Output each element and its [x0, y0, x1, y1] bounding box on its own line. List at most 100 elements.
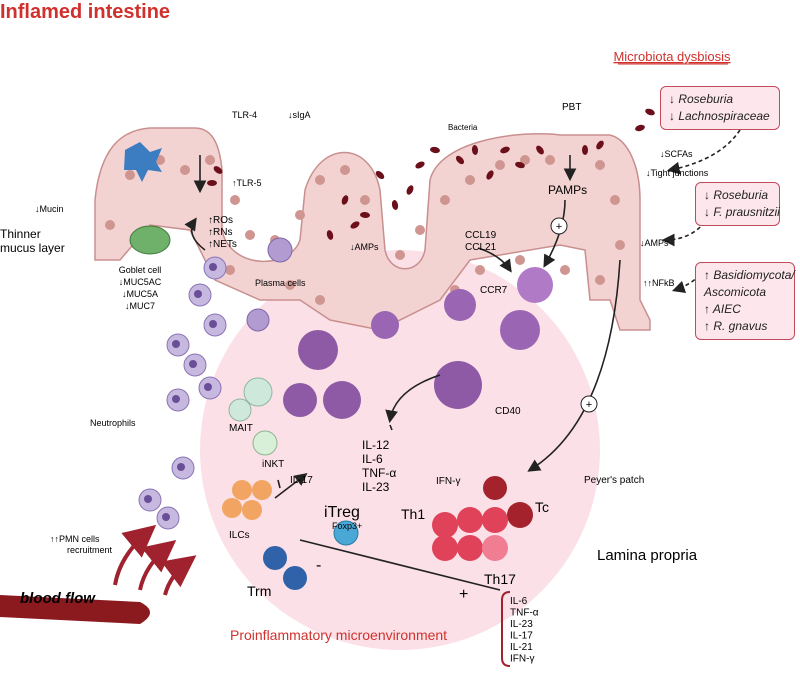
dysbiosis-box-2-line-1: ↓ Roseburia	[704, 188, 769, 202]
itreg-label: iTreg	[324, 504, 360, 521]
mait-label: MAIT	[229, 423, 253, 434]
center-cytokine: IL-12	[362, 438, 390, 452]
bacterium	[581, 145, 589, 155]
neutrophil-nucleus	[172, 395, 180, 403]
blood-flow-label: blood flow	[20, 590, 96, 607]
blood-flow-arrows	[113, 524, 197, 596]
plus-circle-1-text: +	[556, 221, 562, 233]
th17-cytokine: IL-17	[510, 631, 533, 642]
nucleus	[595, 275, 605, 285]
microbiota-heading: Microbiota dysbiosis	[613, 49, 731, 64]
plus-circle-1	[550, 217, 568, 235]
nucleus	[225, 265, 235, 275]
nucleus	[615, 240, 625, 250]
ilcs-label: ILCs	[229, 530, 250, 541]
bacterium	[515, 161, 525, 169]
scfas-label: ↓SCFAs	[660, 149, 693, 159]
bacterium	[406, 185, 414, 195]
th17-cytokine: IFN-γ	[510, 654, 534, 665]
peyers-patch-label: Peyer's patch	[584, 475, 644, 486]
bacterium	[486, 170, 494, 180]
nucleus	[415, 225, 425, 235]
bacterium	[326, 230, 334, 240]
nucleus	[315, 295, 325, 305]
trm-label: Trm	[247, 583, 271, 599]
bacterium	[430, 146, 440, 154]
nucleus	[285, 280, 295, 290]
neutrophil-nucleus	[209, 320, 217, 328]
bacterium	[596, 140, 604, 150]
pamps-label: PAMPs	[548, 183, 587, 197]
diagram-title: Inflamed intestine	[0, 1, 170, 23]
nucleus	[360, 195, 370, 205]
muc7-label: ↓MUC7	[125, 301, 155, 311]
siga-label: ↓sIgA	[288, 110, 311, 120]
nucleus	[515, 255, 525, 265]
nucleus	[440, 195, 450, 205]
nucleus	[465, 175, 475, 185]
dysbiosis-box-3-line-2: Ascomicota	[704, 285, 767, 299]
bacterium	[207, 180, 217, 186]
bacterium	[415, 161, 425, 169]
nucleus	[245, 230, 255, 240]
ccl19-label: CCL19	[465, 230, 497, 241]
th17-cytokine: IL-21	[510, 642, 533, 653]
lamina-propria-label: Lamina propria	[597, 547, 698, 564]
bacterium	[350, 221, 360, 229]
ilc-cells	[222, 480, 272, 520]
nucleus	[395, 250, 405, 260]
nucleus	[495, 160, 505, 170]
th17-cytokine: IL-6	[510, 596, 528, 607]
pmn-label-line2: recruitment	[67, 545, 113, 555]
nucleus	[315, 175, 325, 185]
dysbiosis-box-3-line-1: ↑ Basidiomycota/	[704, 268, 795, 282]
neutrophil-nucleus	[209, 263, 217, 271]
plasma-cell	[267, 237, 293, 263]
dysbiosis-box-1-line-1: ↓ Roseburia	[669, 92, 734, 106]
dysbiosis-box-2-line-2: ↓ F. prausnitzii	[704, 205, 780, 219]
nets-label: ↑NETs	[208, 239, 237, 250]
th17-cytokine: IL-23	[510, 619, 533, 630]
dysbiosis-box-3-line-3: ↑ AIEC	[704, 302, 741, 316]
goblet-cell	[129, 225, 171, 255]
plus-circle-2	[580, 395, 598, 413]
neutrophil-nucleus	[194, 290, 202, 298]
bacterium	[341, 195, 349, 205]
mait-cell-2	[228, 398, 252, 422]
nucleus	[230, 195, 240, 205]
bacteria-label: Bacteria	[448, 123, 478, 132]
epithelium-lining	[94, 127, 651, 331]
neutrophil-nucleus	[204, 383, 212, 391]
nfkb-label: ↑↑NFkB	[643, 278, 675, 288]
cd40-label: CD40	[495, 406, 521, 417]
blood-vessel	[0, 595, 150, 624]
neutrophil-nucleus	[189, 360, 197, 368]
bacterium	[391, 200, 399, 210]
bacterium	[645, 108, 655, 116]
th17-cytokine-bracket	[501, 591, 511, 667]
nucleus	[180, 165, 190, 175]
neutrophil-nucleus	[162, 513, 170, 521]
muc5a-label: ↓MUC5A	[122, 289, 158, 299]
plus-circle-2-text: +	[586, 399, 592, 411]
plasma-cell	[246, 308, 270, 332]
pmn-label-line1: ↑↑PMN cells	[50, 534, 100, 544]
amps-center-label: ↓AMPs	[350, 242, 379, 252]
nucleus	[610, 195, 620, 205]
bacteria-cluster	[207, 108, 655, 240]
plus-sign: +	[459, 586, 468, 603]
dysbiosis-box-2: ↓ Roseburia ↓ F. prausnitzii	[695, 182, 780, 226]
bacterium	[635, 124, 645, 132]
nucleus	[105, 220, 115, 230]
nucleus	[595, 160, 605, 170]
center-cytokine: IL-6	[362, 452, 383, 466]
tlr5-label: ↑TLR-5	[232, 178, 262, 188]
bacterium	[213, 166, 223, 174]
nucleus	[560, 265, 570, 275]
dysbiosis-box-1-line-2: ↓ Lachnospiraceae	[669, 109, 770, 123]
nucleus	[520, 155, 530, 165]
nucleus	[125, 170, 135, 180]
